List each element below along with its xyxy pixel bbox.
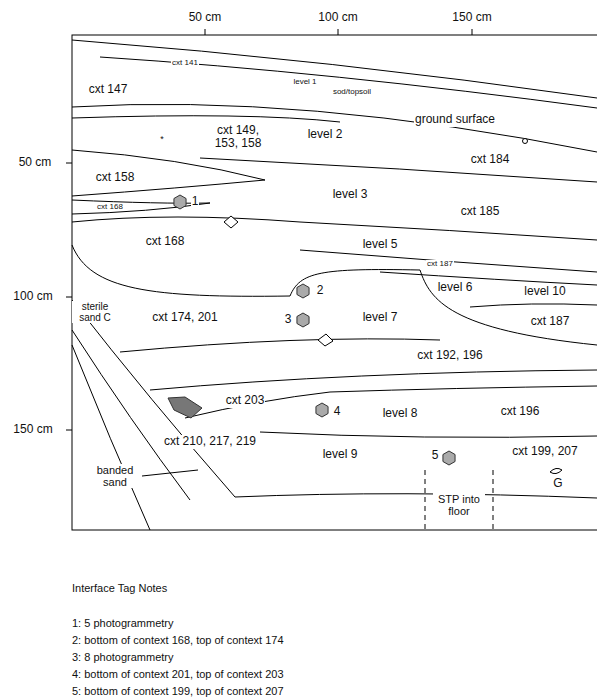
context-label: cxt 184 bbox=[470, 153, 511, 166]
leader-line bbox=[142, 470, 198, 476]
surface-label: ground surface bbox=[414, 113, 496, 126]
interface-tag bbox=[174, 195, 186, 209]
note-text: 3: 8 photogrammetry bbox=[72, 651, 174, 663]
axis-label: 50 cm bbox=[189, 11, 222, 24]
axis-label: 100 cm bbox=[13, 290, 52, 303]
callout-number: 2 bbox=[316, 284, 325, 297]
note-text: 5: bottom of context 199, top of context… bbox=[72, 685, 284, 697]
small-find-symbol bbox=[523, 139, 528, 144]
callout-number: 3 bbox=[284, 313, 293, 326]
level-label: level 1 bbox=[292, 78, 317, 87]
context-label: cxt 147 bbox=[88, 83, 129, 96]
notes-heading: Interface Tag Notes bbox=[72, 582, 167, 594]
layer-label: banded sand bbox=[94, 464, 136, 488]
context-label: cxt 196 bbox=[500, 405, 541, 418]
context-label: sterile sand C bbox=[72, 301, 118, 323]
context-label: cxt 210, 217, 219 bbox=[163, 435, 257, 448]
level-label: level 7 bbox=[362, 311, 399, 324]
stone-inclusion bbox=[168, 397, 202, 418]
note-text: 4: bottom of context 201, top of context… bbox=[72, 668, 284, 680]
context-label: cxt 203 bbox=[225, 394, 266, 407]
context-label: cxt 141 bbox=[171, 59, 199, 68]
level-label: level 3 bbox=[332, 188, 369, 201]
marker-symbol: * bbox=[159, 135, 165, 145]
context-label: cxt 187 bbox=[530, 315, 571, 328]
context-label: cxt 158 bbox=[95, 171, 136, 184]
context-label: cxt 185 bbox=[460, 205, 501, 218]
callout-number: 5 bbox=[431, 449, 440, 462]
context-label: cxt 199, 207 bbox=[511, 445, 578, 458]
interface-tag bbox=[316, 403, 328, 417]
note-text: 2: bottom of context 168, top of context… bbox=[72, 634, 284, 646]
context-label: cxt 149, 153, 158 bbox=[207, 124, 269, 150]
level-label: level 10 bbox=[523, 285, 566, 298]
context-label: cxt 187 bbox=[426, 260, 454, 269]
stratum-boundaries bbox=[72, 40, 597, 530]
context-label: cxt 168 bbox=[145, 235, 186, 248]
interface-tag bbox=[443, 451, 455, 465]
axis-label: 150 cm bbox=[13, 423, 52, 436]
artifact-diamonds bbox=[224, 216, 562, 474]
axis-label: 150 cm bbox=[452, 11, 491, 24]
level-label: level 6 bbox=[437, 281, 474, 294]
context-label: cxt 168 bbox=[96, 203, 124, 212]
find-label: G bbox=[552, 477, 563, 490]
level-label: level 9 bbox=[322, 448, 359, 461]
layer-label: sod/topsoil bbox=[332, 88, 372, 97]
axis-label: 50 cm bbox=[19, 156, 52, 169]
level-label: level 2 bbox=[307, 128, 344, 141]
callout-number: 1 bbox=[191, 195, 200, 208]
interface-tags bbox=[174, 195, 455, 465]
axis-ticks bbox=[66, 29, 472, 430]
context-label: cxt 174, 201 bbox=[151, 311, 218, 324]
callout-number: 4 bbox=[333, 405, 342, 418]
interface-tag bbox=[297, 284, 309, 298]
note-text: 1: 5 photogrammetry bbox=[72, 617, 174, 629]
level-label: level 8 bbox=[382, 407, 419, 420]
test-pit-outline bbox=[425, 470, 493, 530]
level-label: level 5 bbox=[362, 238, 399, 251]
section-frame bbox=[72, 35, 597, 530]
test-pit-label: STP into floor bbox=[433, 493, 485, 517]
interface-tag bbox=[297, 313, 309, 327]
context-label: cxt 192, 196 bbox=[416, 349, 483, 362]
axis-label: 100 cm bbox=[318, 11, 357, 24]
